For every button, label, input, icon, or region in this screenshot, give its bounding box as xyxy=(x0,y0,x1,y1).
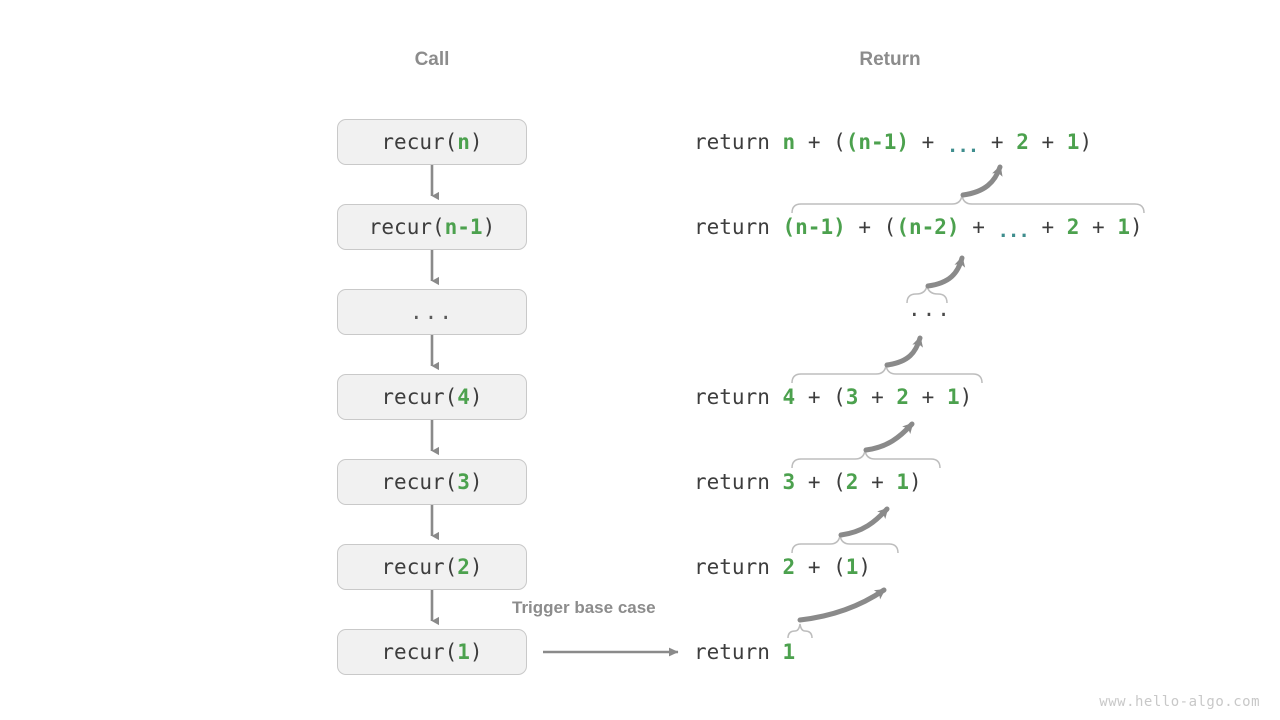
return-token: 1 xyxy=(896,470,910,494)
return-token: + xyxy=(795,385,834,409)
return-expression: return n + ((n-1) + ... + 2 + 1) xyxy=(694,128,1093,157)
return-token: ) xyxy=(909,470,922,494)
return-ellipsis: ... xyxy=(908,297,952,321)
call-box-4: recur(4) xyxy=(337,374,527,420)
column-header-return: Return xyxy=(859,49,921,70)
call-box-ellipsis: ... xyxy=(337,289,527,335)
return-token: 1 xyxy=(946,385,960,409)
return-token: (n-2) xyxy=(896,215,960,239)
return-token: ) xyxy=(1130,215,1143,239)
return-token: + xyxy=(858,470,897,494)
call-box-close-paren: ) xyxy=(482,215,496,239)
return-keyword: return xyxy=(694,470,783,494)
return-keyword: return xyxy=(694,555,783,579)
return-keyword: return xyxy=(694,130,783,154)
call-box-close-paren: ) xyxy=(469,470,483,494)
return-keyword: return xyxy=(694,385,783,409)
return-token: ( xyxy=(833,385,846,409)
return-token: + xyxy=(1028,215,1067,239)
return-token: (n-1) xyxy=(845,130,909,154)
return-token: ) xyxy=(1079,130,1093,154)
return-keyword: return xyxy=(694,215,783,239)
return-expression: return 2 + (1) xyxy=(694,553,871,581)
call-box-argument: n xyxy=(457,130,470,154)
call-box-label: ... xyxy=(410,300,454,324)
return-expression: return 3 + (2 + 1) xyxy=(694,468,922,496)
call-box-argument: 4 xyxy=(457,385,470,409)
return-token: ( xyxy=(833,130,846,154)
return-token: 1 xyxy=(845,555,859,579)
call-box-fn-name: recur( xyxy=(381,555,458,579)
return-token: 2 xyxy=(1066,215,1080,239)
return-keyword: return xyxy=(694,640,783,664)
return-expression: return 4 + (3 + 2 + 1) xyxy=(694,383,972,411)
return-token: + xyxy=(959,215,998,239)
call-box-n-1: recur(n-1) xyxy=(337,204,527,250)
call-box-fn-name: recur( xyxy=(381,130,458,154)
return-token: 1 xyxy=(782,640,796,664)
trigger-base-case-label: Trigger base case xyxy=(512,598,656,617)
return-token: n xyxy=(782,130,796,154)
call-box-argument: 2 xyxy=(457,555,470,579)
return-token: 3 xyxy=(782,470,796,494)
call-box-fn-name: recur( xyxy=(381,385,458,409)
return-token: + xyxy=(795,470,834,494)
return-token: 2 xyxy=(845,470,859,494)
return-token: + xyxy=(795,555,834,579)
return-token: ... xyxy=(946,135,979,157)
return-token: ) xyxy=(959,385,973,409)
return-token: 2 xyxy=(1016,130,1029,154)
return-token: (n-1) xyxy=(782,215,846,239)
call-box-n: recur(n) xyxy=(337,119,527,165)
call-box-close-paren: ) xyxy=(469,385,483,409)
return-token: 4 xyxy=(782,385,796,409)
return-token: + xyxy=(1028,130,1067,154)
column-header-call: Call xyxy=(414,49,450,70)
return-expression: return 1 xyxy=(694,638,795,666)
return-token: 2 xyxy=(896,385,910,409)
call-box-close-paren: ) xyxy=(469,640,483,664)
return-token: ( xyxy=(833,555,846,579)
return-token: ( xyxy=(883,215,897,239)
call-box-argument: 3 xyxy=(457,470,470,494)
call-box-close-paren: ) xyxy=(469,555,483,579)
call-box-2: recur(2) xyxy=(337,544,527,590)
return-token: + xyxy=(978,130,1017,154)
call-box-1: recur(1) xyxy=(337,629,527,675)
call-box-fn-name: recur( xyxy=(368,215,445,239)
return-token: + xyxy=(858,385,897,409)
return-token: + xyxy=(845,215,884,239)
return-token: ( xyxy=(833,470,846,494)
return-token: 2 xyxy=(782,555,796,579)
return-token: + xyxy=(795,130,834,154)
call-box-argument: n-1 xyxy=(444,215,483,239)
call-box-fn-name: recur( xyxy=(381,470,458,494)
return-token: + xyxy=(908,130,947,154)
return-token: 1 xyxy=(1066,130,1080,154)
watermark: www.hello-algo.com xyxy=(1099,694,1260,710)
call-box-close-paren: ) xyxy=(469,130,483,154)
return-token: + xyxy=(1079,215,1118,239)
call-box-argument: 1 xyxy=(457,640,470,664)
return-token: ) xyxy=(858,555,872,579)
call-box-3: recur(3) xyxy=(337,459,527,505)
return-token: + xyxy=(909,385,947,409)
return-token: 3 xyxy=(845,385,859,409)
return-expression: return (n-1) + ((n-2) + ... + 2 + 1) xyxy=(694,213,1143,242)
return-token: ... xyxy=(997,220,1029,242)
call-box-fn-name: recur( xyxy=(381,640,458,664)
return-token: 1 xyxy=(1117,215,1130,239)
